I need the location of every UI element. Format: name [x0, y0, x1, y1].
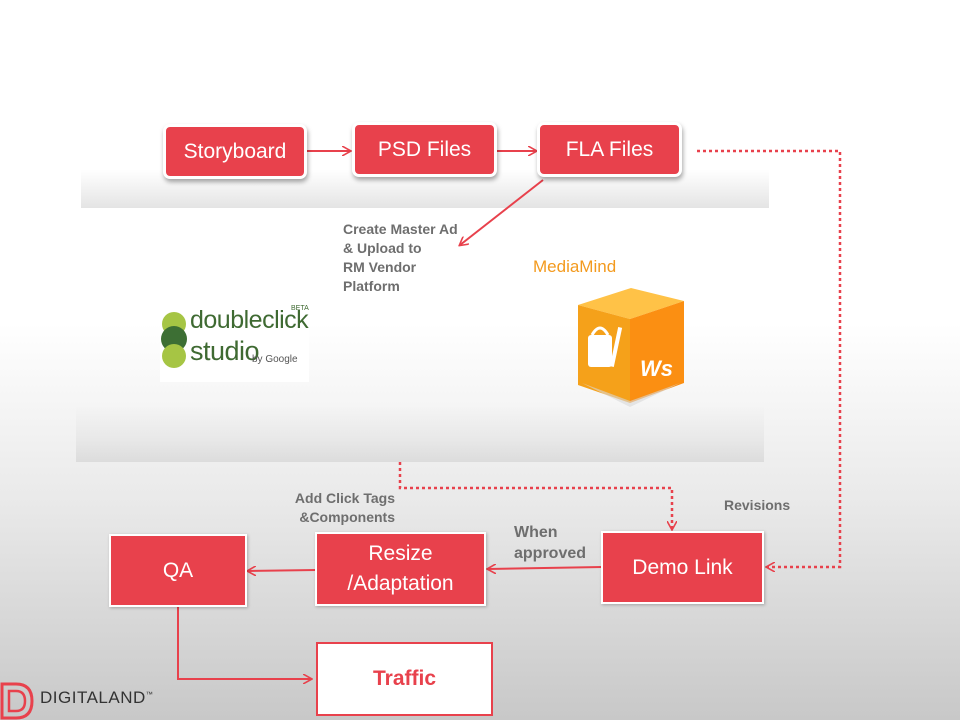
- doubleclick-word: doubleclick: [190, 306, 309, 334]
- arrow-resize-qa: [248, 570, 317, 571]
- note-create-master-ad: Create Master Ad & Upload to RM Vendor P…: [343, 221, 458, 294]
- note-when-approved: When approved: [514, 524, 587, 562]
- arrow-qa-traffic: [177, 606, 311, 679]
- mediamind-cube-icon: Ws: [578, 288, 684, 407]
- node-psd-files: PSD Files: [352, 122, 497, 177]
- node-qa: QA: [109, 534, 247, 607]
- doubleclick-circles-icon: [161, 312, 187, 368]
- note-add-click-tags: Add Click Tags &Components: [294, 490, 395, 525]
- svg-text:Ws: Ws: [640, 356, 673, 381]
- by-google-text: by Google: [252, 354, 298, 365]
- node-traffic: Traffic: [316, 642, 493, 716]
- studio-word: studio: [190, 336, 260, 366]
- node-resize-adaptation: Resize /Adaptation: [315, 532, 486, 606]
- arrow-demo-resize: [488, 567, 603, 569]
- arrow-fla-demo-revisions: [697, 149, 842, 567]
- doubleclick-beta: BETA: [291, 305, 309, 312]
- lower-gray-band: [76, 407, 764, 462]
- mediamind-label: MediaMind: [533, 257, 617, 276]
- node-demo-link: Demo Link: [601, 531, 764, 604]
- node-storyboard: Storyboard: [163, 124, 307, 179]
- node-fla-files: FLA Files: [537, 122, 682, 177]
- note-revisions: Revisions: [724, 497, 791, 513]
- arrow-vendor-demo: [398, 462, 672, 529]
- digitaland-logo-icon: [0, 682, 34, 720]
- arrow-fla-master: [460, 179, 544, 245]
- doubleclick-studio-logo: doubleclick BETA studio by Google: [160, 302, 309, 382]
- digitaland-logo-text: DIGITALAND™: [40, 688, 154, 707]
